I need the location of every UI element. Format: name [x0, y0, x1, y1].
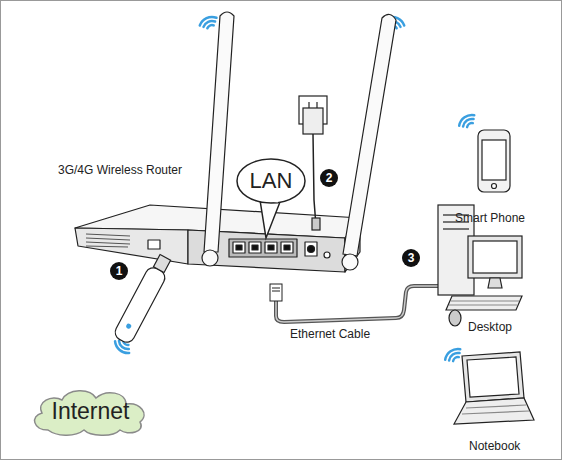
- wifi-symbol: [198, 14, 219, 30]
- node-text: LAN: [236, 158, 306, 204]
- wifi-symbol: [457, 112, 478, 130]
- callout-number: 2: [320, 169, 338, 187]
- lan-callout: LAN: [236, 158, 306, 204]
- internet-cloud: Internet: [28, 386, 153, 436]
- callout-number: 3: [402, 249, 420, 267]
- wifi-symbol: [443, 346, 464, 364]
- device-label: 3G/4G Wireless Router: [58, 163, 182, 177]
- cable-label: Ethernet Cable: [290, 327, 370, 341]
- smart-phone: [478, 130, 510, 192]
- device-label: Desktop: [468, 320, 512, 334]
- power-adapter: [299, 96, 327, 230]
- antenna: [202, 12, 396, 270]
- notebook-computer: [454, 352, 534, 424]
- callout-number: 1: [110, 262, 128, 280]
- device-label: Notebook: [469, 439, 520, 453]
- device-label: Smart Phone: [455, 211, 525, 225]
- node-text: Internet: [28, 386, 153, 436]
- ethernet-cable: [270, 284, 440, 322]
